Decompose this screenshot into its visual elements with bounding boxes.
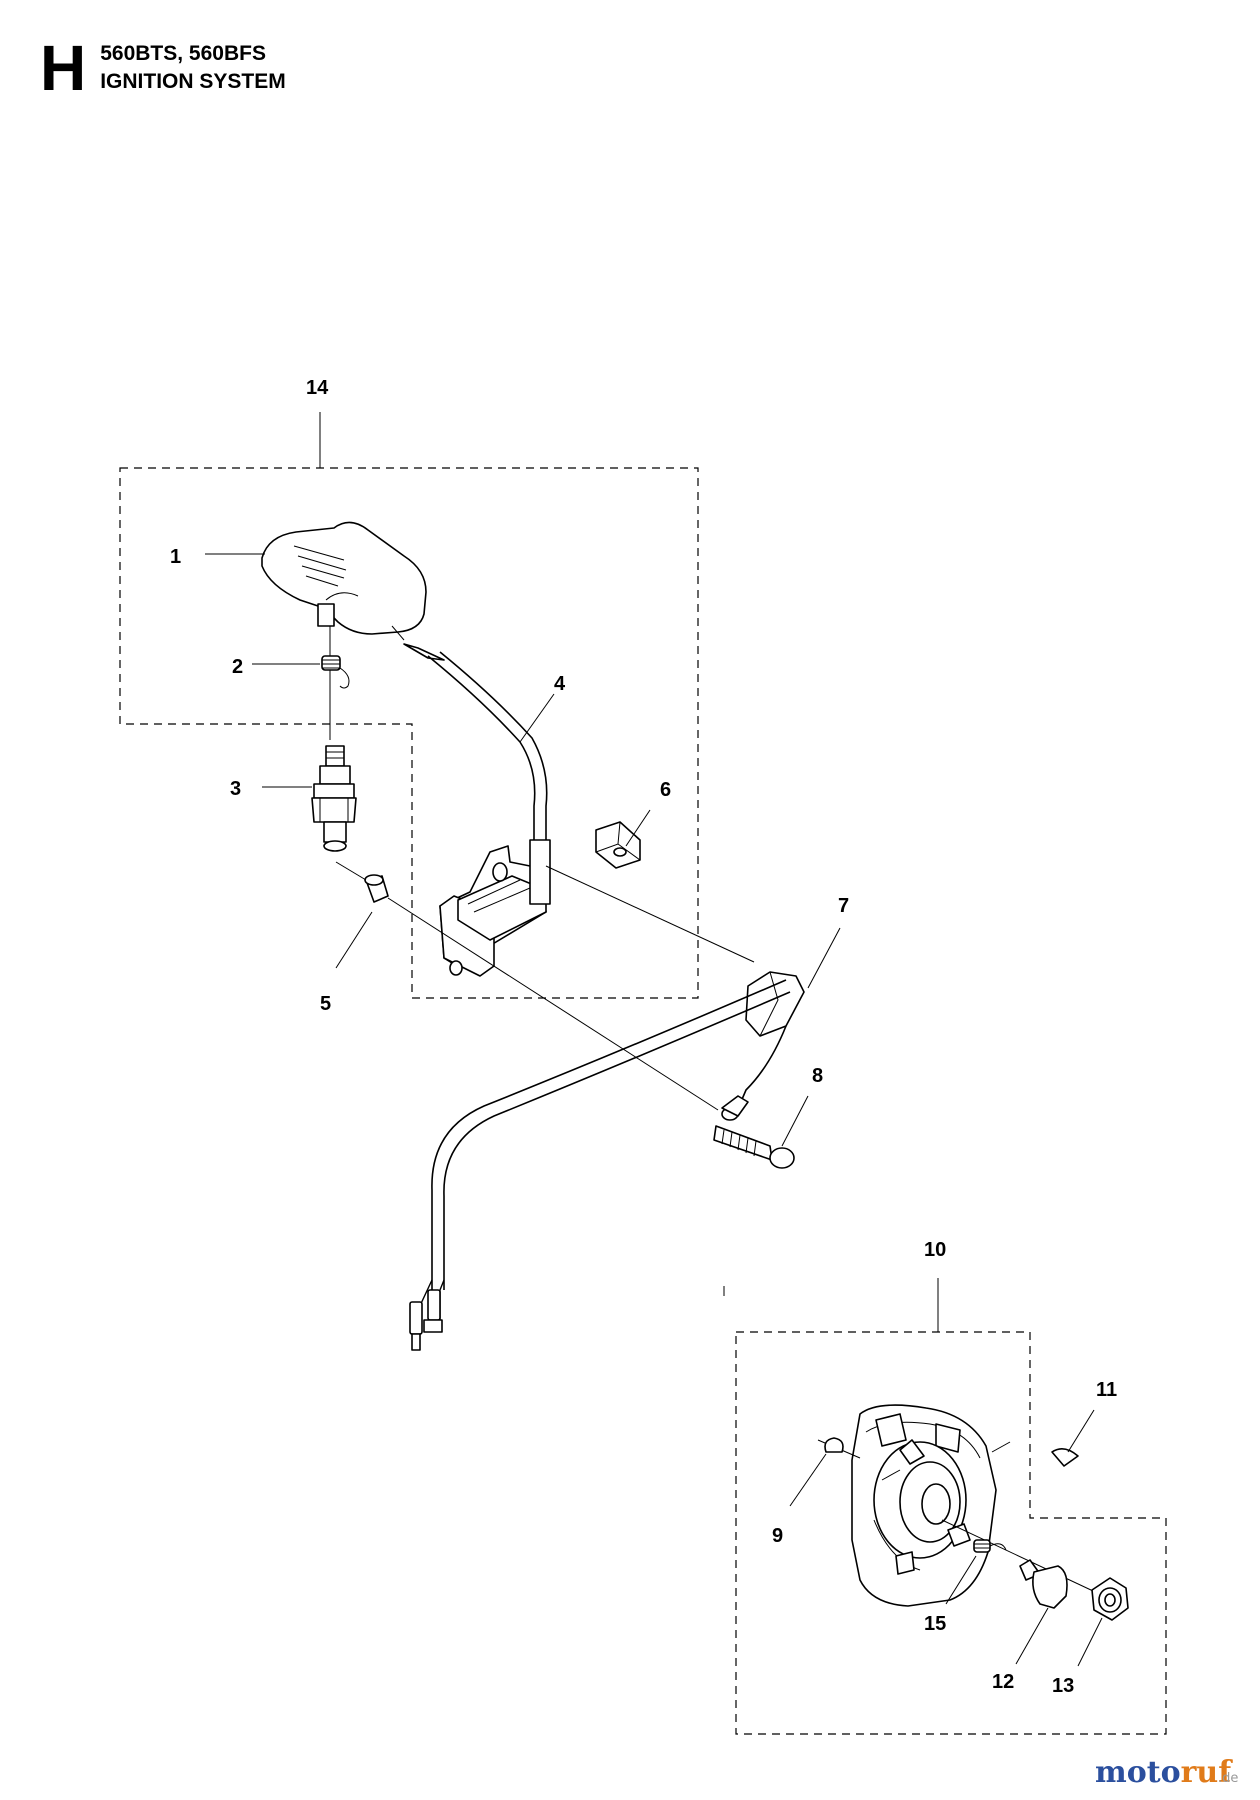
spring-15 (973, 1539, 1007, 1553)
ht-lead (391, 625, 548, 840)
callout-1: 1 (170, 546, 181, 568)
pawl (1019, 1559, 1068, 1609)
group-14-outline (119, 467, 699, 999)
callout-5: 5 (320, 993, 331, 1015)
callout-7: 7 (838, 895, 849, 917)
callout-9: 9 (772, 1525, 783, 1547)
leader-15 (945, 1555, 977, 1605)
callout-4: 4 (554, 673, 566, 695)
group-10-outline (735, 1331, 1167, 1735)
watermark-logo: motoruf .de (1095, 1755, 1238, 1790)
watermark-part2: ruf (1181, 1755, 1234, 1790)
callout-12: 12 (992, 1671, 1014, 1693)
section-title: IGNITION SYSTEM (100, 70, 286, 93)
leader-13 (1077, 1617, 1103, 1667)
callout-8: 8 (812, 1065, 823, 1087)
section-letter: H (40, 32, 87, 104)
ground-cable (409, 971, 805, 1351)
callout-14: 14 (306, 377, 329, 399)
ignition-module (439, 839, 551, 977)
model-list: 560BTS, 560BFS (100, 41, 266, 65)
leader-6 (625, 809, 651, 847)
spring-2 (321, 655, 350, 689)
watermark-tld: .de (1218, 1771, 1238, 1786)
circlip (824, 1437, 844, 1453)
callout-11: 11 (1096, 1379, 1117, 1401)
cable-clamp (595, 821, 641, 869)
leader-7 (807, 927, 841, 989)
spark-plug-cap (261, 521, 427, 635)
svg-text:motoruf: motoruf (1095, 1755, 1233, 1790)
flywheel (851, 1404, 997, 1607)
leader-11 (1067, 1409, 1095, 1453)
callout-3: 3 (230, 778, 241, 800)
leader-4 (519, 693, 555, 743)
leader-12 (1015, 1607, 1049, 1665)
callout-2: 2 (232, 656, 243, 678)
spark-plug (311, 745, 357, 852)
callout-15: 15 (924, 1613, 946, 1635)
woodruff-key (1051, 1448, 1079, 1467)
leader-8 (781, 1095, 809, 1147)
callout-10: 10 (924, 1239, 946, 1261)
screw (713, 1125, 795, 1169)
header-lines: 560BTS, 560BFS IGNITION SYSTEM (100, 40, 286, 97)
watermark-part1: moto (1095, 1755, 1181, 1790)
leader-9 (789, 1453, 827, 1507)
callout-6: 6 (660, 779, 671, 801)
flywheel-nut (1091, 1577, 1129, 1621)
callout-13: 13 (1052, 1675, 1074, 1697)
leader-5 (335, 911, 373, 969)
spacer-sleeve (364, 874, 389, 903)
header: H 560BTS, 560BFS IGNITION SYSTEM (40, 36, 286, 100)
